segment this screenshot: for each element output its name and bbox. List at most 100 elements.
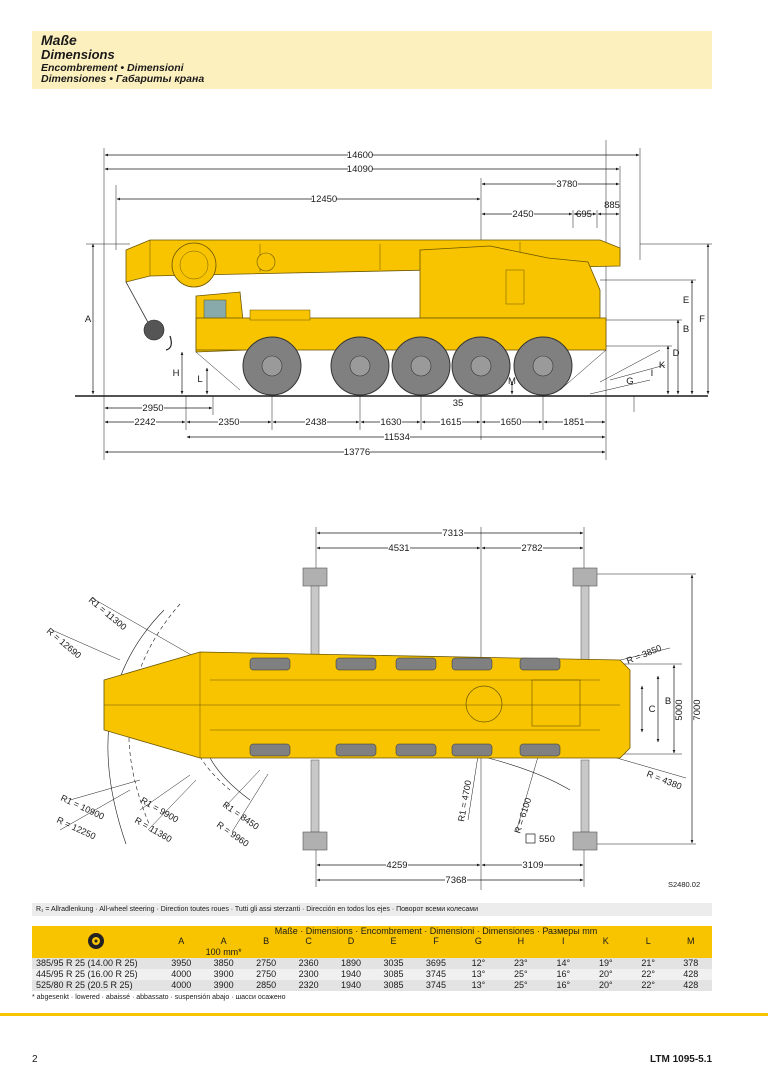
table-cell: 3085 [372,969,415,980]
table-cell: 12° [457,958,500,969]
letter-L: L [197,374,202,385]
radius-r-12250: R = 12250 [55,815,97,842]
table-cell: 13° [457,980,500,991]
model-name: LTM 1095-5.1 [650,1054,713,1065]
table-cell: 13° [457,969,500,980]
col-header: B [244,936,288,947]
table-cell: 21° [626,958,670,969]
table-cell: 3745 [414,969,458,980]
radius-r-4380: R = 4380 [645,769,683,792]
letter-I: I [651,368,654,379]
dim-14600: 14600 [347,150,373,161]
col-header: G [457,936,500,947]
table-cell: 23° [499,958,543,969]
tyre-icon [88,933,104,949]
dim-13776: 13776 [344,447,370,458]
letter-F: F [699,314,705,325]
dimensions-table: Maße · Dimensions · Encombrement · Dimen… [32,926,712,991]
table-cell: 428 [669,969,712,980]
table-subnote-row: 100 mm* [32,947,712,958]
table-cell: 1890 [329,958,373,969]
table-cell: 20° [584,980,627,991]
table-heading: Maße · Dimensions · Encombrement · Dimen… [160,926,712,936]
table-cell: 2320 [287,980,330,991]
title-de: Maße [41,32,77,48]
table-cell: 25° [499,969,543,980]
table-row: 445/95 R 25 (16.00 R 25) 4000 3900 2750 … [32,969,712,980]
table-cell: 428 [669,980,712,991]
table-cell: 2300 [287,969,330,980]
crane-side-illustration [125,239,621,396]
title-en: Dimensions [41,47,115,62]
wheels-side [242,336,573,396]
table-cell: 2750 [244,958,288,969]
radius-r-12690: R = 12690 [45,626,83,661]
dimension-drawing: 14600 14090 12450 3780 2450 695 885 A H … [45,140,712,890]
letter-E: E [683,295,689,306]
dim-2438: 2438 [305,417,326,428]
crane-top-illustration [103,651,631,759]
radius-r-6100: R = 6100 [512,797,533,835]
pad-size: 550 [539,834,555,845]
letter-M: M [508,376,516,387]
table-cell: 25° [499,980,543,991]
dim-7000: 7000 [692,699,703,720]
dim-4531: 4531 [388,543,409,554]
letter-B: B [683,324,689,335]
table-cell: 3035 [372,958,415,969]
dim-695: 695 [576,209,592,220]
table-cell: 22° [626,969,670,980]
tyre-icon-cell [32,926,160,958]
dim-7313: 7313 [442,528,463,539]
outriggers [302,567,598,851]
legend-bar: R₁ = Allradlenkung · All-wheel steering … [32,903,712,916]
radius-r1-4700: R1 = 4700 [456,779,473,822]
dim-5000: 5000 [674,699,685,720]
dim-2782: 2782 [521,543,542,554]
table-cell: 1940 [329,980,373,991]
col-header: I [542,936,585,947]
table-cell: 3900 [202,969,245,980]
table-cell: 4000 [160,969,203,980]
letter-H: H [173,368,180,379]
col-header: F [414,936,458,947]
table-cell: 3850 [202,958,245,969]
top-view: 7313 4531 2782 4259 3109 7368 5000 7000 … [45,527,703,890]
col-header: K [584,936,627,947]
footer-rule [0,1013,768,1016]
dim-35: 35 [453,398,464,409]
table-cell: 2750 [244,969,288,980]
dim-11534: 11534 [384,432,410,443]
side-view: 14600 14090 12450 3780 2450 695 885 A H … [75,140,712,460]
letter-B-top: B [665,696,671,707]
dim-3109: 3109 [522,860,543,871]
radius-r-3850: R = 3850 [625,643,663,666]
col-header: C [287,936,330,947]
table-cell: 3695 [414,958,458,969]
table-row: 525/80 R 25 (20.5 R 25) 4000 3900 2850 2… [32,980,712,991]
dim-1630: 1630 [380,417,401,428]
table-cell: 3745 [414,980,458,991]
col-header: M [669,936,712,947]
title-es-ru: Dimensiones • Габариты крана [41,73,205,85]
table-cell: 16° [542,980,585,991]
table-row: 385/95 R 25 (14.00 R 25) 3950 3850 2750 … [32,958,712,969]
radius-r1-11300: R1 = 11300 [87,595,129,632]
dim-7368: 7368 [445,875,466,886]
dim-1851: 1851 [563,417,584,428]
col-header: L [626,936,670,947]
table-cell: 378 [669,958,712,969]
dim-4259: 4259 [386,860,407,871]
dim-14090: 14090 [347,164,373,175]
col-header: H [499,936,543,947]
dim-1650: 1650 [500,417,521,428]
dim-3780: 3780 [556,179,577,190]
table-cell: 2850 [244,980,288,991]
table-cell: 3900 [202,980,245,991]
dim-2450: 2450 [512,209,533,220]
table-cell: 3085 [372,980,415,991]
dim-12450: 12450 [311,194,337,205]
col-header: E [372,936,415,947]
title-fr-it: Encombrement • Dimensioni [41,62,184,74]
tyre-size: 445/95 R 25 (16.00 R 25) [32,969,160,980]
